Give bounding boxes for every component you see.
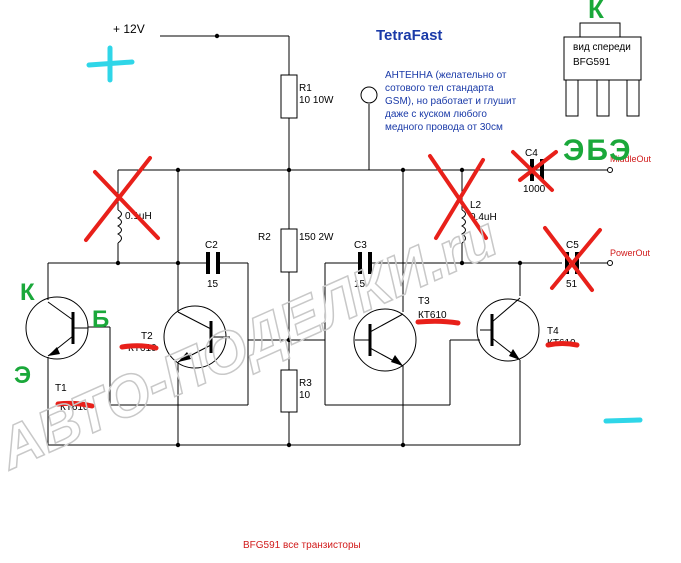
c5-value: 51 [566, 279, 578, 290]
r1-name: R1 [299, 83, 312, 94]
t1-type: КТ610 [60, 402, 89, 413]
t1-name: T1 [55, 383, 67, 394]
svg-text:GSM), но работает и глушит: GSM), но работает и глушит [385, 95, 517, 107]
red-cross-marks [84, 150, 602, 292]
t4-name: T4 [547, 326, 559, 337]
inductor-l2 [460, 209, 466, 244]
c5-name: C5 [566, 240, 579, 251]
svg-text:Б: Б [92, 306, 109, 333]
r2-name: R2 [258, 232, 271, 243]
transistor-t1 [25, 296, 89, 360]
red-scribbles [55, 318, 580, 409]
c2-name: C2 [205, 240, 218, 251]
middle-out-label: MiddleOut [610, 154, 652, 164]
power-out-label: PowerOut [610, 248, 651, 258]
r1-value: 10 10W [299, 95, 334, 106]
resistor-r3 [280, 369, 298, 413]
footer-note: BFG591 все транзисторы [243, 540, 361, 551]
l2-name: L2 [470, 200, 482, 211]
resistor-r1 [280, 74, 298, 119]
transistor-t4 [476, 297, 540, 362]
transistor-t2 [163, 305, 230, 369]
plus-mark [86, 45, 135, 83]
svg-text:К: К [588, 0, 604, 24]
package-title: вид спереди [573, 42, 631, 53]
bfg591-package [563, 22, 642, 117]
supply-label: + 12V [113, 22, 145, 36]
svg-text:медного провода от 30см: медного провода от 30см [385, 122, 503, 133]
r3-value: 10 [299, 390, 311, 401]
t3-name: T3 [418, 296, 430, 307]
wires [47, 35, 608, 446]
green-pin-labels: К Б Э ЭБЭ К [14, 0, 633, 389]
svg-text:ЭБЭ: ЭБЭ [563, 134, 633, 167]
r2-value: 150 2W [299, 232, 334, 243]
t3-type: КТ610 [418, 310, 447, 321]
svg-text:сотового тел стандарта: сотового тел стандарта [385, 83, 494, 94]
c4-value: 1000 [523, 184, 546, 195]
inductor-l1 [116, 209, 122, 244]
minus-mark [603, 417, 643, 424]
output-terminals [607, 167, 613, 266]
page-title: TetraFast [376, 27, 442, 44]
antenna-icon [360, 86, 378, 104]
c3-name: C3 [354, 240, 367, 251]
capacitor-c3 [350, 252, 380, 274]
svg-text:даже с куском любого: даже с куском любого [385, 108, 487, 120]
svg-text:АНТЕННА (желательно от: АНТЕННА (желательно от [385, 70, 507, 81]
transistor-t3 [353, 308, 417, 372]
svg-text:Э: Э [14, 362, 31, 389]
l2-value: 0.4uH [470, 212, 497, 223]
junction-dots [115, 33, 523, 448]
svg-text:К: К [20, 279, 35, 306]
resistor-r2 [280, 228, 298, 273]
t2-name: T2 [141, 331, 153, 342]
watermark: АВТО-ПОДЕЛКИ.ru [0, 204, 507, 483]
package-part: BFG591 [573, 57, 611, 68]
c2-value: 15 [207, 279, 219, 290]
r3-name: R3 [299, 378, 312, 389]
c3-value: 15 [354, 279, 366, 290]
t2-type: КТ610 [128, 343, 157, 354]
capacitor-c2 [198, 252, 228, 274]
antenna-note: АНТЕННА (желательно от сотового тел стан… [385, 70, 517, 133]
c4-name: C4 [525, 148, 538, 159]
